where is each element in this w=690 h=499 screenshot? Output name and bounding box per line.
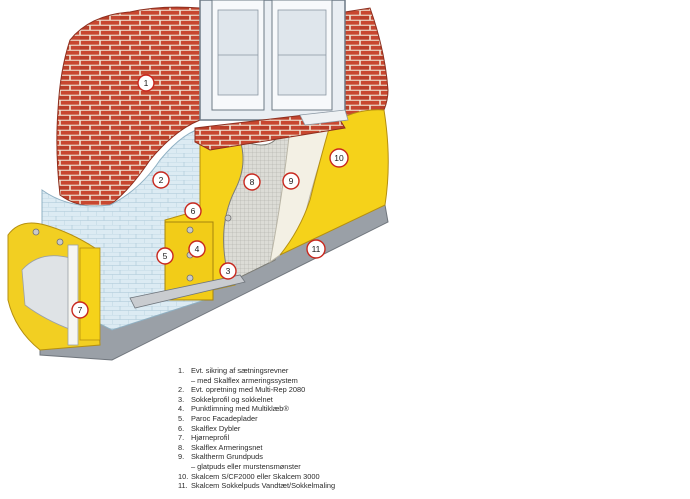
legend-text: Skalcem Sokkelpuds Vandtæt/Sokkelmaling [191,481,336,491]
svg-text:3: 3 [226,266,231,276]
legend-subtext: – med Skalflex armeringssystem [191,375,298,385]
callout-3: 3 [219,262,237,280]
legend-item: 5. Paroc Facadeplader [178,414,335,424]
legend-item: 11.Skalcem Sokkelpuds Vandtæt/Sokkelmali… [178,481,335,491]
legend-number: 3. [178,394,185,404]
brick-wall [56,6,201,207]
legend-number: 4. [178,404,185,414]
legend-number: 10. [178,471,189,481]
legend-item: 2. Evt. opretning med Multi-Rep 2080 [178,385,335,395]
callout-10: 10 [329,148,349,168]
svg-text:5: 5 [163,251,168,261]
finish-plaster [279,109,389,256]
callout-9: 9 [282,172,300,190]
callout-7: 7 [71,301,89,319]
legend-number: 8. [178,442,185,452]
svg-text:10: 10 [334,153,344,163]
svg-text:2: 2 [159,175,164,185]
legend-item: 6. Skalflex Dybler [178,424,335,434]
legend-text: Skaltherm Grundpuds [191,452,263,462]
svg-text:9: 9 [289,176,294,186]
brick-wall-right [344,7,389,121]
plinth-profile [129,274,246,309]
callout-2: 2 [152,171,170,189]
callout-4: 4 [188,240,206,258]
legend-item: 10.Skalcem S/CF2000 eller Skalcem 3000 [178,472,335,482]
legend-text: Hjørneprofil [191,433,230,443]
window [199,0,346,121]
legend-text: Sokkelprofil og sokkelnet [191,394,273,404]
legend-text: Skalcem S/CF2000 eller Skalcem 3000 [191,471,320,481]
legend-number: 5. [178,413,185,423]
legend-text: Evt. opretning med Multi-Rep 2080 [191,385,306,395]
legend-item: 4. Punktlimning med Multiklæb® [178,404,335,414]
callout-5: 5 [156,247,174,265]
legend-list: 1. Evt. sikring af sætningsrevner – med S… [178,366,335,491]
callout-8: 8 [243,173,261,191]
callout-6: 6 [184,202,202,220]
legend-number: 9. [178,452,185,462]
legend-number: 7. [178,433,185,443]
legend-item: 3. Sokkelprofil og sokkelnet [178,395,335,405]
legend-number: 1. [178,366,185,375]
legend-text: Punktlimning med Multiklæb® [191,404,289,414]
legend-text: Paroc Facadeplader [191,413,258,423]
dowels [32,214,232,282]
svg-text:7: 7 [78,305,83,315]
legend-text: Skalflex Dybler [191,423,241,433]
legend-item: 9. Skaltherm Grundpuds [178,452,335,462]
legend-item: 1. Evt. sikring af sætningsrevner [178,366,335,376]
legend-text: Skalflex Armeringsnet [191,442,263,452]
legend-item: 7. Hjørneprofil [178,433,335,443]
callout-11: 11 [306,239,326,259]
legend-number: 11. [178,481,188,491]
svg-text:11: 11 [312,244,321,254]
legend-item: 8. Skalflex Armeringsnet [178,443,335,453]
legend-text: Evt. sikring af sætningsrevner [191,366,289,375]
svg-text:1: 1 [144,78,149,88]
svg-text:4: 4 [195,244,200,254]
legend-number: 2. [178,385,185,395]
svg-text:6: 6 [191,206,196,216]
legend-number: 6. [178,423,185,433]
legend-subtext: – glatpuds eller murstensmønster [191,461,301,471]
callout-1: 1 [137,74,155,92]
svg-text:8: 8 [250,177,255,187]
